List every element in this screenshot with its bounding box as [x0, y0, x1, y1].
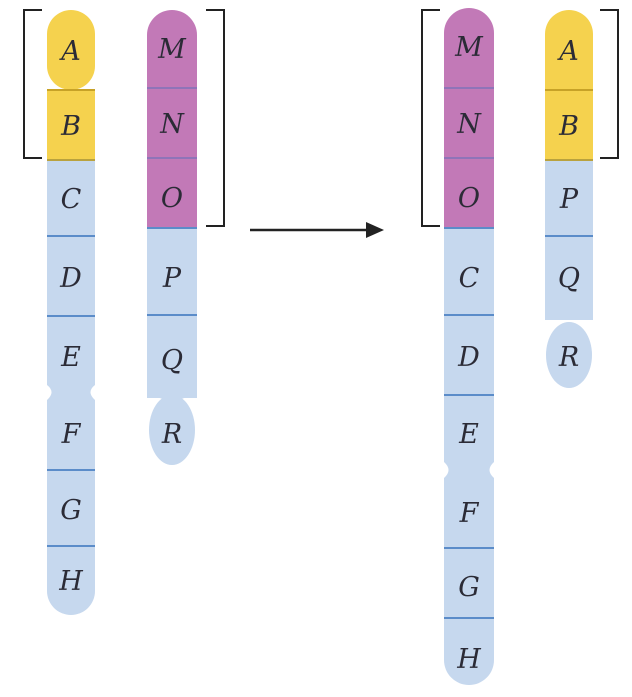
- label-after-M: M: [454, 32, 484, 63]
- seg-MNO-bottom: [147, 190, 197, 228]
- centromere-right-1: [90, 385, 95, 400]
- label-B: B: [60, 111, 81, 142]
- label-after-Q: Q: [558, 263, 580, 294]
- label-D: D: [59, 263, 82, 294]
- label-H: H: [58, 566, 83, 597]
- seg-C-to-H: [47, 160, 95, 615]
- label-O: O: [161, 183, 183, 214]
- dividers-after-2: [545, 89, 593, 237]
- label-after-N: N: [456, 109, 482, 140]
- label-F: F: [61, 419, 82, 450]
- arrow: [250, 222, 384, 238]
- centromere-left-after: [444, 462, 449, 478]
- label-A: A: [58, 36, 81, 67]
- label-after-B: B: [558, 111, 579, 142]
- label-C: C: [61, 184, 82, 215]
- label-P: P: [162, 263, 182, 294]
- label-E: E: [60, 342, 81, 373]
- label-R: R: [161, 419, 182, 450]
- seg-R: [149, 395, 195, 465]
- label-M: M: [157, 34, 187, 65]
- seg-MNO-after: [444, 8, 494, 228]
- seg-MNO: [147, 10, 197, 228]
- centromere-right-after: [489, 462, 494, 478]
- label-Q: Q: [161, 345, 183, 376]
- label-after-R: R: [558, 342, 579, 373]
- centromere-left-1: [47, 385, 52, 400]
- bracket-after-AB: [600, 9, 619, 159]
- label-after-O: O: [458, 183, 480, 214]
- seg-C-top-fill: [47, 160, 95, 200]
- bracket-before-AB: [23, 9, 42, 159]
- dividers-after-1: [444, 87, 494, 619]
- seg-MNO-after-bottom: [444, 190, 494, 228]
- label-after-E: E: [458, 419, 479, 450]
- label-N: N: [159, 109, 185, 140]
- bracket-before-MNO: [206, 9, 225, 227]
- label-after-G: G: [458, 572, 480, 603]
- label-after-C: C: [459, 263, 480, 294]
- seg-AB-after-bottom: [545, 120, 593, 160]
- dividers-2: [147, 87, 197, 316]
- before-chromosome-1: A B C D E F G H: [47, 10, 95, 615]
- seg-PQ: [147, 228, 197, 398]
- label-after-H: H: [456, 644, 481, 675]
- after-chromosome-1: M N O C D E F G H: [444, 8, 494, 685]
- seg-A: [47, 10, 95, 90]
- seg-B: [47, 90, 95, 160]
- seg-CH-after: [444, 228, 494, 685]
- after-chromosome-2: A B P Q R: [545, 10, 593, 388]
- label-after-A: A: [556, 36, 579, 67]
- seg-R-after: [546, 322, 592, 388]
- seg-CH-after-top: [444, 228, 494, 268]
- label-after-D: D: [457, 342, 480, 373]
- dividers-1: [47, 89, 95, 547]
- label-after-P: P: [559, 184, 579, 215]
- label-after-F: F: [459, 498, 480, 529]
- before-chromosome-2: M N O P Q R: [147, 10, 197, 465]
- bracket-after-MNO: [421, 9, 440, 227]
- seg-PQ-bottom: [147, 370, 197, 400]
- seg-PQ-after-bottom: [545, 290, 593, 320]
- label-G: G: [60, 495, 82, 526]
